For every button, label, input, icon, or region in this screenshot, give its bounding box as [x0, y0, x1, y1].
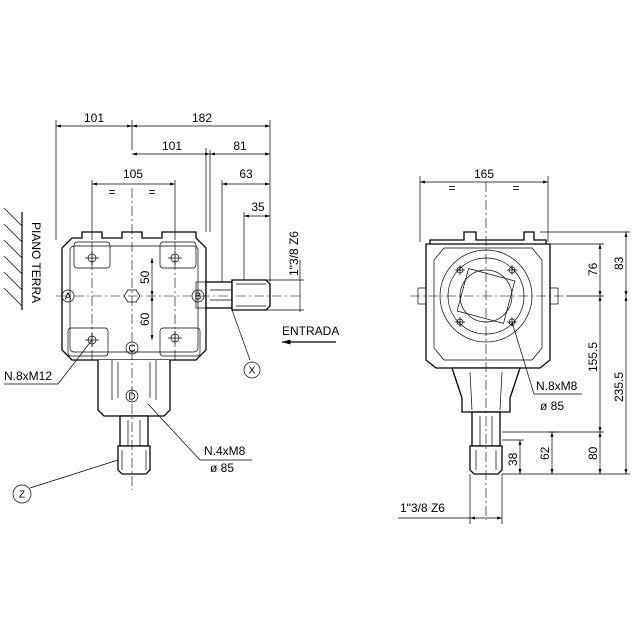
svg-text:B: B: [195, 292, 202, 303]
ref-point-c: C: [125, 341, 139, 355]
side-view: 165 = = 76 83 155.5 235.5 80 62 38: [398, 167, 630, 524]
front-housing: [61, 231, 271, 475]
dim-101-label: 101: [84, 111, 104, 125]
side-housing: [417, 231, 559, 475]
svg-text:A: A: [65, 292, 72, 303]
ground-label: PIANO TERRA: [29, 222, 43, 303]
flange-bolts-label: N.4xM8: [204, 444, 246, 458]
svg-text:Z: Z: [19, 490, 25, 501]
dim-50-label: 50: [138, 270, 152, 284]
dim-62-label: 62: [538, 446, 552, 460]
dim-60-label: 60: [138, 312, 152, 326]
dim-76-label: 76: [586, 262, 600, 276]
front-view: PIANO TERRA: [3, 111, 339, 504]
dim-81-label: 81: [233, 139, 247, 153]
svg-text:C: C: [128, 344, 135, 355]
bolt-hole-icon: [455, 317, 465, 327]
bolts-m12-label: N.8xM12: [4, 369, 52, 383]
ref-point-a: A: [61, 289, 75, 303]
dim-63-label: 63: [239, 167, 253, 181]
dim-38-label: 38: [506, 452, 520, 466]
dim-165-label: 165: [474, 167, 494, 181]
side-bolts-label: N.8xM8: [536, 379, 578, 393]
equal-mark: =: [448, 181, 455, 195]
input-shaft-spec: 1"3/8 Z6: [287, 231, 301, 276]
equal-mark: =: [108, 185, 115, 199]
bolt-hole-icon: [507, 265, 517, 275]
svg-text:X: X: [249, 366, 256, 377]
equal-mark: =: [148, 185, 155, 199]
ground-hatching: [3, 207, 23, 310]
ref-point-b: B: [191, 289, 205, 303]
input-label: ENTRADA: [282, 324, 339, 338]
flange-diameter-label: ø 85: [210, 461, 234, 475]
callout-x: X: [243, 361, 261, 379]
dim-35-label: 35: [251, 200, 265, 214]
dim-155-5-label: 155.5: [586, 342, 600, 372]
side-diameter-label: ø 85: [540, 399, 564, 413]
bolt-hole-icon: [455, 265, 465, 275]
ref-point-d: D: [125, 389, 139, 403]
equal-mark: =: [512, 181, 519, 195]
dim-83-label: 83: [612, 256, 626, 270]
callout-z: Z: [12, 484, 32, 504]
dim-235-5-label: 235.5: [612, 372, 626, 402]
output-shaft-spec: 1"3/8 Z6: [400, 501, 445, 515]
dim-80-label: 80: [586, 446, 600, 460]
dim-182-label: 182: [192, 111, 212, 125]
dim-101b-label: 101: [162, 139, 182, 153]
dim-105-label: 105: [123, 167, 143, 181]
svg-text:D: D: [128, 392, 135, 403]
